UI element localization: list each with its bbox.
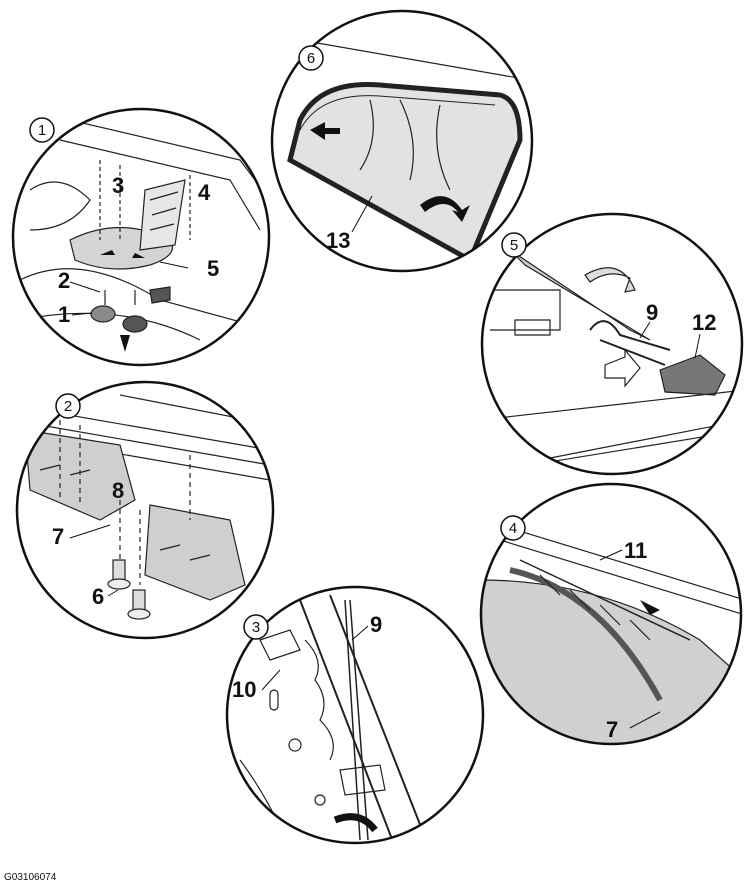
step-number: 4 [509, 520, 517, 537]
callout-label: 5 [207, 256, 219, 281]
callout-label: 13 [326, 228, 350, 253]
figure-id: G03106074 [4, 872, 57, 883]
callout-label: 11 [624, 538, 647, 563]
step-badge-3 [243, 614, 269, 640]
step-badge-6 [298, 45, 324, 71]
callout-label: 10 [232, 677, 256, 702]
callout-label: 9 [646, 300, 658, 325]
step-number: 1 [38, 122, 46, 139]
callout-label: 7 [52, 524, 64, 549]
callout-label: 4 [198, 180, 211, 205]
callout-label: 12 [692, 310, 716, 335]
panel-5: 5 9 12 [480, 212, 744, 476]
panel-6: 6 13 [270, 9, 534, 273]
panel-3: 3 9 10 [225, 585, 485, 845]
panel-2: 2 8 7 6 [15, 380, 275, 640]
callout-label: 7 [606, 717, 618, 742]
panel-4: 4 11 7 [479, 482, 743, 746]
callout-label: 3 [112, 173, 124, 198]
step-badge-4 [500, 515, 526, 541]
callout-label: 8 [112, 478, 124, 503]
callout-label: 2 [58, 268, 70, 293]
step-badge-2 [55, 393, 81, 419]
step-number: 5 [510, 237, 518, 254]
step-number: 6 [307, 50, 315, 67]
step-badge-5 [501, 232, 527, 258]
panel-1: 1 3 4 2 5 1 [11, 107, 271, 367]
callout-label: 9 [370, 612, 382, 637]
step-number: 2 [64, 398, 72, 415]
callout-label: 6 [92, 584, 104, 609]
step-badge-1 [29, 117, 55, 143]
callout-label: 1 [58, 302, 70, 327]
step-number: 3 [252, 619, 260, 636]
